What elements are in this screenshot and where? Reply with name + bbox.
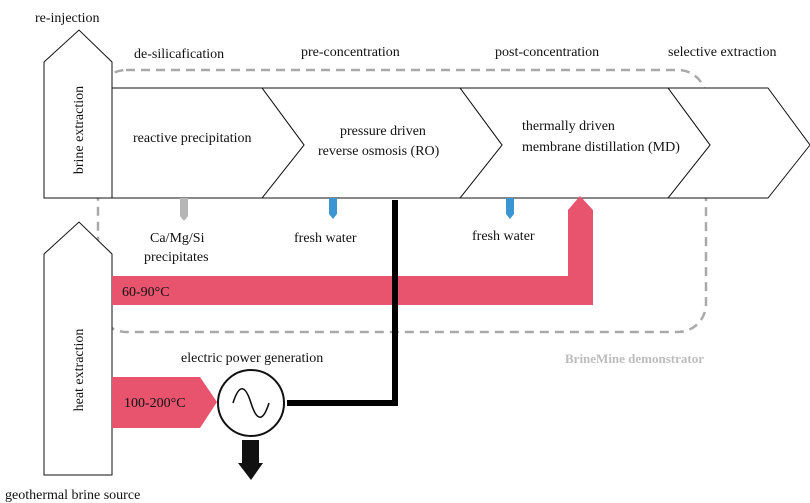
- hot-stream-60-90: [112, 196, 593, 305]
- heat-extraction-arrow: [43, 221, 113, 476]
- precipitate-output-arrow: [180, 198, 188, 221]
- hot-inlet-100-200: [112, 377, 217, 428]
- md-water-output-arrow: [506, 198, 514, 219]
- generator-output-stub: [242, 440, 259, 465]
- reinjection-label: re-injection: [35, 11, 100, 26]
- demonstrator-boundary: [96, 68, 708, 334]
- demonstrator-label: BrineMine demonstrator: [565, 351, 704, 366]
- fresh-water-ro-label: fresh water: [294, 231, 357, 246]
- precipitates-label-line1: Ca/Mg/Si: [150, 231, 205, 246]
- preconcentration-label: pre-concentration: [301, 45, 400, 60]
- md-label-line1: thermally driven: [522, 119, 615, 134]
- brine-extraction-label: brine extraction: [72, 86, 87, 174]
- power-line: [287, 200, 398, 406]
- geothermal-source-label: geothermal brine source: [5, 488, 140, 503]
- ro-label-line1: pressure driven: [340, 124, 426, 139]
- generator-sine-icon: [232, 387, 270, 419]
- high-temp-label: 100-200°C: [124, 396, 186, 411]
- precipitates-label-line2: precipitates: [144, 250, 209, 265]
- brine-extraction-arrow: [43, 29, 113, 199]
- postconcentration-label: post-concentration: [495, 45, 599, 60]
- generator-output-arrow: [238, 463, 263, 480]
- ro-water-output-arrow: [329, 198, 337, 219]
- reactive-precipitation-label: reactive precipitation: [133, 131, 252, 146]
- power-generation-label: electric power generation: [181, 351, 323, 366]
- fresh-water-md-label: fresh water: [472, 229, 535, 244]
- selective-extraction-label: selective extraction: [668, 45, 776, 60]
- ro-label-line2: reverse osmosis (RO): [318, 144, 440, 159]
- md-label-line2: membrane distillation (MD): [522, 140, 680, 155]
- heat-extraction-label: heat extraction: [72, 329, 87, 412]
- desilicification-label: de-silicafication: [134, 47, 224, 62]
- low-temp-label: 60-90°C: [122, 285, 170, 300]
